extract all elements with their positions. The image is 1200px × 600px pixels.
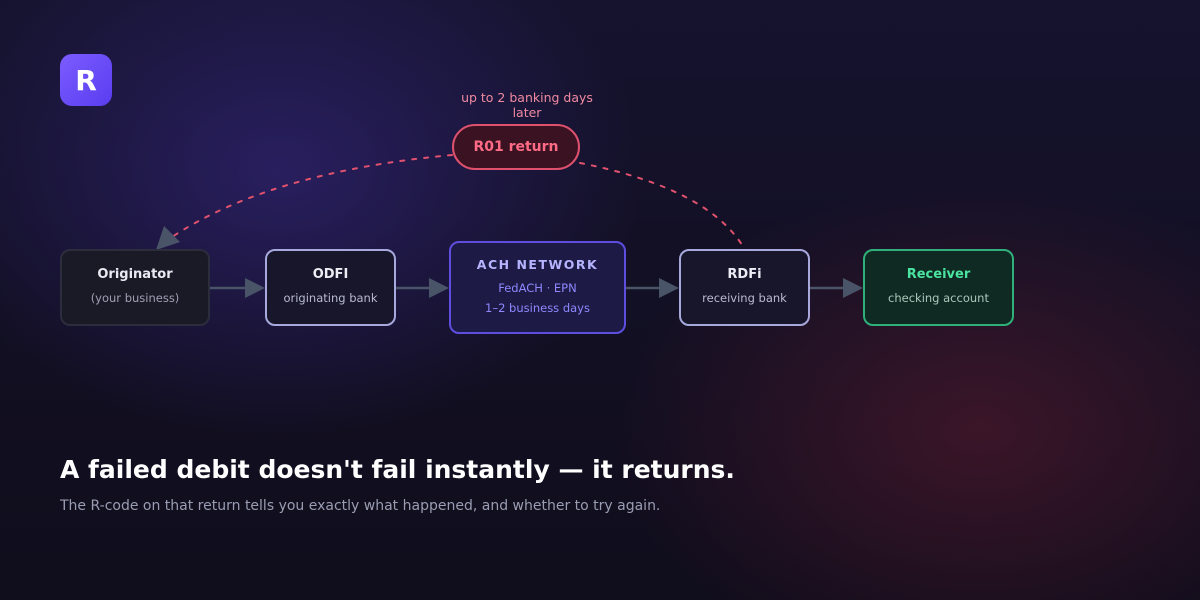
node-rdfi: RDFi receiving bank xyxy=(679,249,810,326)
brand-logo-letter: R xyxy=(75,63,97,97)
brand-logo: R xyxy=(60,54,112,106)
node-originator-subtitle: (your business) xyxy=(90,291,180,305)
node-ach-title: ACH NETWORK xyxy=(476,257,599,272)
node-odfi: ODFI originating bank xyxy=(265,249,396,326)
node-odfi-subtitle: originating bank xyxy=(283,291,378,305)
node-ach-detail: 1–2 business days xyxy=(485,301,590,315)
node-rdfi-subtitle: receiving bank xyxy=(702,291,787,305)
node-originator-title: Originator xyxy=(97,267,173,282)
node-rdfi-title: RDFi xyxy=(727,267,762,282)
node-receiver-subtitle: checking account xyxy=(888,291,989,305)
arrowhead-receiver xyxy=(843,278,863,298)
return-timing-note: up to 2 banking days later xyxy=(461,90,593,120)
headline: A failed debit doesn't fail instantly — … xyxy=(60,455,735,484)
arrowhead-odfi xyxy=(245,278,265,298)
node-ach-network: ACH NETWORK FedACH · EPN 1–2 business da… xyxy=(449,241,626,334)
return-arc-left xyxy=(171,154,453,238)
return-arc-right xyxy=(579,162,745,249)
return-code-label: R01 return xyxy=(473,139,559,155)
node-receiver-title: Receiver xyxy=(906,267,971,282)
node-ach-subtitle: FedACH · EPN xyxy=(498,281,577,295)
node-receiver: Receiver checking account xyxy=(863,249,1014,326)
subheadline: The R-code on that return tells you exac… xyxy=(60,498,661,514)
return-code-badge: R01 return xyxy=(452,124,580,170)
arrowhead-ach xyxy=(429,278,449,298)
node-odfi-title: ODFI xyxy=(312,267,349,282)
return-arrowhead-icon xyxy=(156,226,180,250)
arrowhead-rdfi xyxy=(659,278,679,298)
node-originator: Originator (your business) xyxy=(60,249,210,326)
